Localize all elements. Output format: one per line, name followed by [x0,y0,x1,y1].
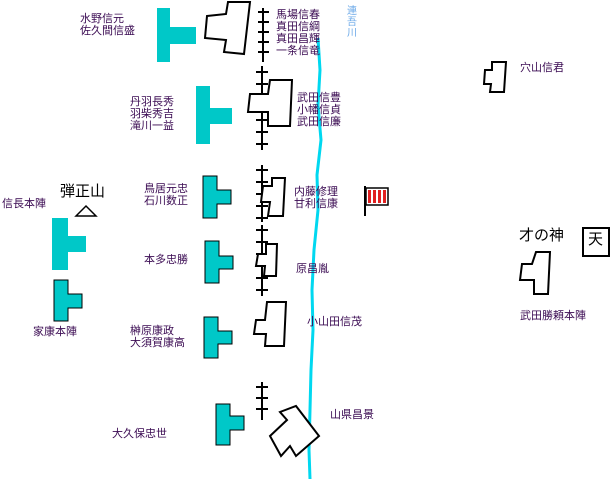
label-baba-sanada-ichijo: 馬場信春 真田信綱 真田昌輝 一条信竜 [276,8,320,57]
label-oyamada: 小山田信茂 [307,315,362,328]
unit-nobunaga [52,218,86,270]
unit-sakakibara-osuga [203,316,233,359]
unit-hara [254,243,279,277]
fence-1 [258,8,269,62]
unit-yamagata [268,404,321,458]
label-torii-ishikawa: 鳥居元忠 石川数正 [144,182,188,207]
unit-torii-ishikawa [202,175,232,219]
label-ieyasu-honjin: 家康本陣 [33,325,77,338]
label-katsuyori-honjin: 武田勝頼本陣 [520,309,586,322]
river-rengogawa [307,37,323,479]
ten-box [582,227,610,257]
label-naito-amari: 内藤修理 甘利信康 [294,185,338,210]
unit-baba-sanada [203,0,252,56]
unit-nobutoyo [246,79,294,127]
label-mizuno-sakuma: 水野信元 佐久間信盛 [80,12,135,37]
palisade-fences [256,8,269,420]
ten-label: 天 [588,230,604,248]
label-takeda-nobutoyo-group: 武田信豊 小幡信貞 武田信廉 [297,91,341,128]
fence-5 [256,382,268,420]
unit-naito-amari [259,177,287,217]
unit-oyamada [252,301,288,347]
takeda-unit-symbols [203,0,552,458]
danjoyama-label: 弾正山 [60,182,106,200]
label-nobunaga-honjin: 信長本陣 [2,197,46,210]
river-label: 連吾川 [347,6,357,39]
unit-ieyasu [53,279,83,322]
label-niwa-hashiba-takigawa: 丹羽長秀 羽柴秀吉 滝川一益 [130,95,174,132]
label-yamagata: 山県昌景 [330,408,374,421]
label-anayama: 穴山信君 [520,61,564,74]
unit-anayama [482,61,508,93]
allied-unit-symbols [52,8,245,446]
unit-katsuyori [518,251,552,295]
danjoyama-triangle [74,204,98,217]
unit-mizuno-sakuma [157,8,196,62]
label-sakakibara-osuga: 榊原康政 大須賀康高 [130,324,185,349]
label-hara: 原昌胤 [296,262,329,275]
flag-icon [364,186,389,216]
sainokami-label: 才の神 [519,226,565,244]
unit-niwa-hashiba [196,86,232,144]
unit-honda [204,240,234,284]
label-honda: 本多忠勝 [144,253,188,266]
unit-okubo [215,403,245,446]
label-okubo: 大久保忠世 [112,427,167,440]
